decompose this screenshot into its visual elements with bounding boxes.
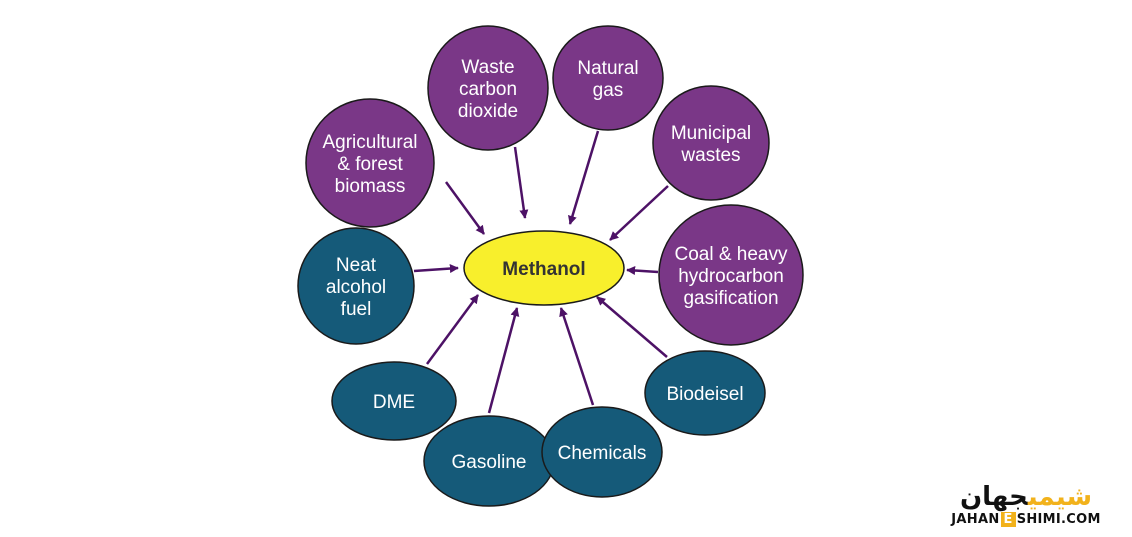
feedstock-label-gas-line-2: gas [593,80,624,101]
arrow-coal-to-methanol [626,266,659,276]
feedstock-node-muni [652,85,770,201]
feedstock-label-muni-line-1: Municipal [671,123,751,144]
arrow-dme-to-methanol [425,294,480,365]
feedstock-label-co2-line-1: Waste [461,57,514,78]
logo-en-box: E [1000,512,1016,527]
feedstock-label-coal-line-1: Coal & heavy [674,244,788,265]
feedstock-node-agri [305,98,435,228]
arrow-agri-to-methanol [444,181,486,235]
feedstock-label-coal-line-2: hydrocarbon [678,266,784,287]
feedstock-label-gas-line-1: Natural [577,58,638,79]
feedstock-node-co2 [427,25,549,151]
feedstock-node-coal [658,204,804,346]
arrow-chemicals-to-methanol [559,307,595,406]
logo-en-right: SHIMI.COM [1016,512,1101,527]
feedstock-label-agri-line-3: biomass [335,176,406,197]
arrow-neat-to-methanol [413,264,459,274]
logo-persian-main: جهان [959,482,1028,512]
feedstock-label-coal-line-3: gasification [683,288,778,309]
logo-en-left: JAHAN [951,512,1000,527]
feedstock-label-muni-line-2: wastes [680,145,740,166]
product-label-neat-line-1: Neat [336,255,377,276]
product-label-neat-line-2: alcohol [326,277,386,298]
feedstock-label-co2-line-3: dioxide [458,101,518,122]
product-node-dme [331,361,457,441]
methanol-node [463,230,625,306]
arrow-gasoline-to-methanol [487,307,520,414]
logo-persian-text: شیمیجهان [946,482,1106,512]
logo-persian-accent: شیمی [1027,482,1093,512]
arrow-gas-to-methanol [568,130,600,225]
product-node-chemicals [541,406,663,498]
feedstock-label-agri-line-2: & forest [337,154,403,175]
methanol-label: Methanol [502,259,585,280]
feedstock-label-agri-line-1: Agricultural [322,132,417,153]
product-label-dme-line-1: DME [373,392,415,413]
feedstock-node-gas [552,25,664,131]
product-node-neat [297,227,415,345]
arrow-biodiesel-to-methanol [596,296,668,358]
feedstock-label-co2-line-2: carbon [459,79,517,100]
product-label-neat-line-3: fuel [341,299,372,320]
product-label-gasoline-line-1: Gasoline [452,452,527,473]
product-node-biodiesel [644,350,766,436]
arrow-muni-to-methanol [609,185,669,241]
product-label-chemicals-line-1: Chemicals [558,443,647,464]
arrow-co2-to-methanol [513,146,529,219]
product-label-biodiesel-line-1: Biodeisel [666,384,743,405]
